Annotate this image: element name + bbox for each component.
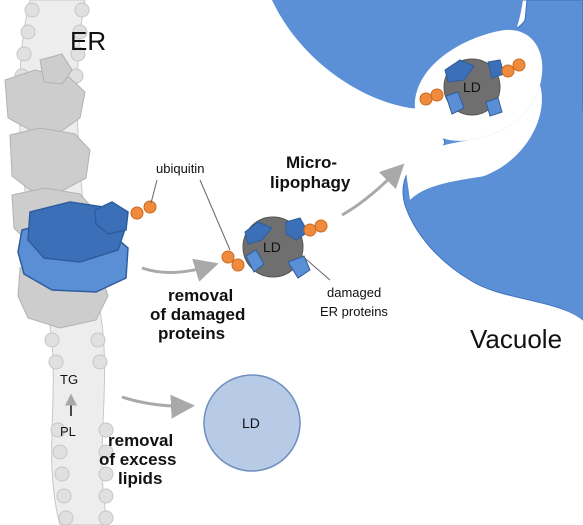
pl-label: PL <box>60 424 76 439</box>
ld-middle <box>242 216 311 279</box>
arrow-removal-damaged <box>141 258 219 282</box>
vacuole-label: Vacuole <box>470 324 562 354</box>
ubiquitin-ld-middle <box>221 219 328 272</box>
pointer-ubiquitin-er <box>150 179 158 204</box>
ld-vacuole <box>443 58 505 117</box>
ld-vacuole-label: LD <box>463 79 481 95</box>
ld-middle-label: LD <box>263 239 281 255</box>
removal-lipids-label-1: removal <box>108 431 173 450</box>
vacuole-white-channel <box>405 85 542 200</box>
arrow-microlipophagy <box>341 163 405 217</box>
er-label: ER <box>70 26 106 56</box>
ubiquitin-ld-vacuole <box>419 58 526 106</box>
pointer-ubiquitin-ld <box>199 179 231 251</box>
damaged-label-2: ER proteins <box>320 304 388 319</box>
removal-lipids-label-2: of excess <box>99 450 177 469</box>
microlipophagy-label-1: Micro- <box>286 153 337 172</box>
microlipophagy-label-2: lipophagy <box>270 173 351 192</box>
pointer-damaged <box>299 253 331 281</box>
ubiquitin-er <box>130 200 157 220</box>
removal-damaged-label-3: proteins <box>158 324 225 343</box>
arrow-removal-lipids <box>121 394 195 419</box>
ld-lower-label: LD <box>242 415 260 431</box>
ubiquitin-label: ubiquitin <box>156 161 204 176</box>
er-blue-proteins <box>17 201 129 293</box>
removal-damaged-label-1: removal <box>168 286 233 305</box>
tg-label: TG <box>60 372 78 387</box>
damaged-label-1: damaged <box>327 285 381 300</box>
removal-lipids-label-3: lipids <box>118 469 162 488</box>
vacuole-lower-region <box>410 110 583 320</box>
ld-lower <box>203 374 301 472</box>
removal-damaged-label-2: of damaged <box>150 305 245 324</box>
